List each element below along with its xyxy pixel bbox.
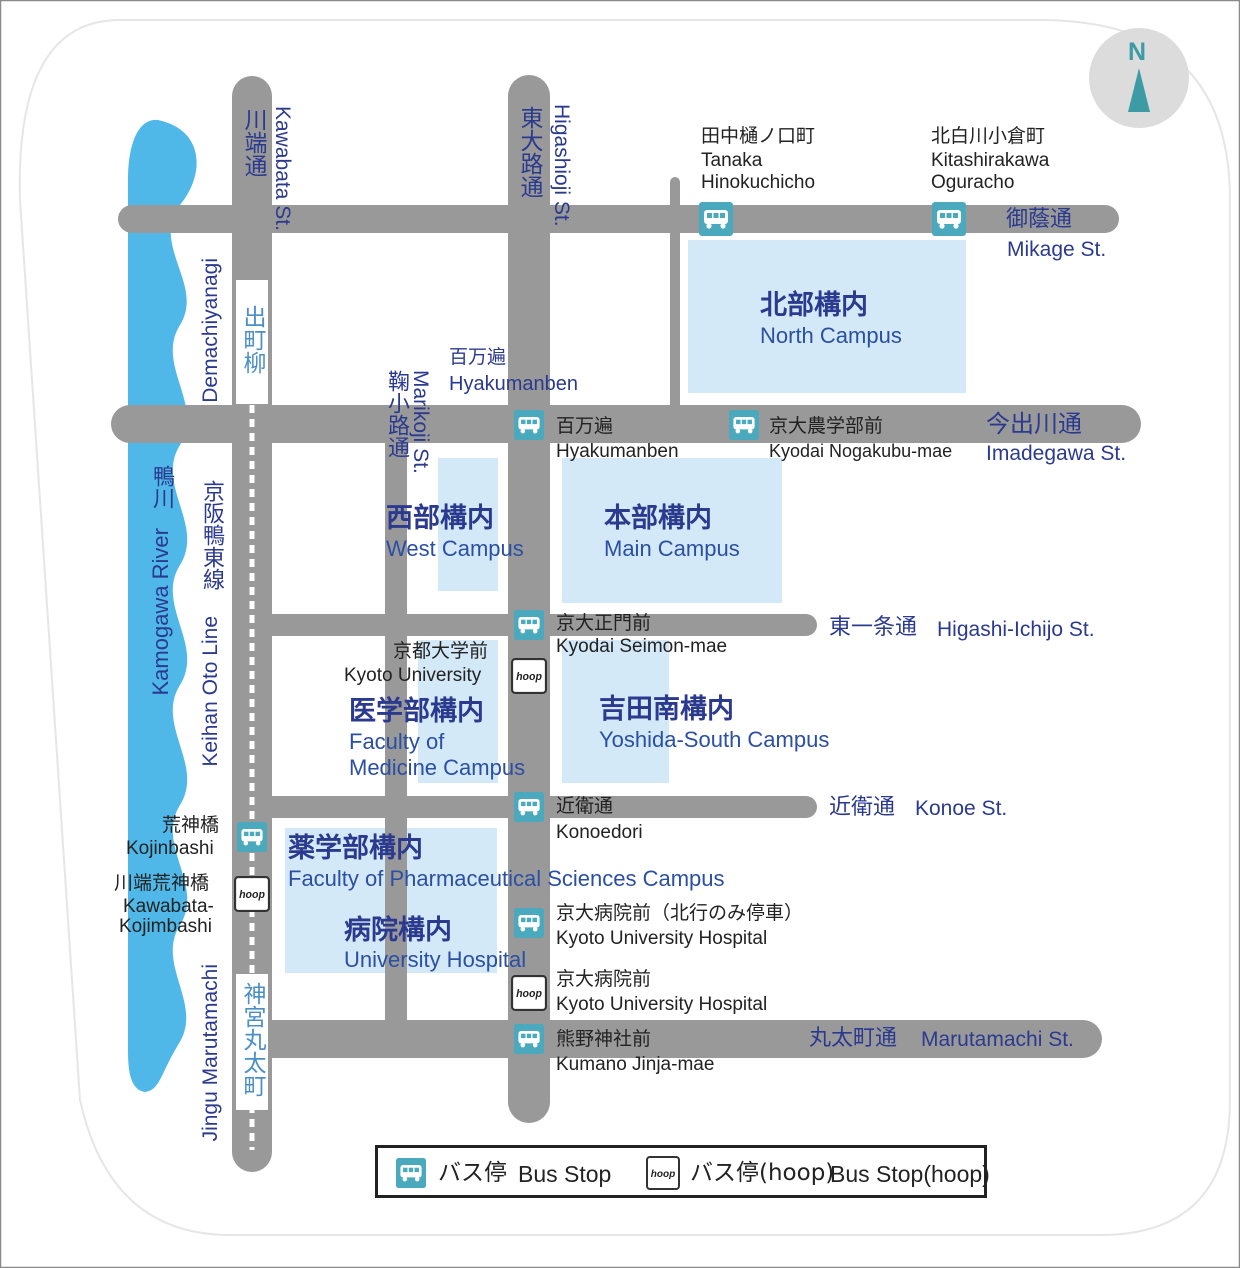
kawabata-kojin-stop-jp: 川端荒神橋	[114, 872, 210, 894]
hospital-north-stop-en: Kyoto University Hospital	[556, 928, 768, 949]
jingu-station-jp: 神宮丸太町	[239, 982, 265, 1097]
tanaka-stop-jp: 田中樋ノ口町	[701, 125, 816, 147]
bus-stop-icon	[514, 410, 544, 440]
bus-stop-icon	[514, 610, 544, 640]
hyakumanben-upper-en: Hyakumanben	[449, 373, 578, 395]
west-campus-en: West Campus	[386, 536, 524, 561]
seimon-stop-en: Kyodai Seimon-mae	[556, 636, 728, 657]
hospital-hoop-stop-jp: 京大病院前	[556, 968, 652, 990]
river-label-en: Kamogawa River	[148, 528, 173, 696]
kojinbashi-stop-jp: 荒神橋	[162, 814, 220, 836]
demachiyanagi-station-box	[236, 280, 268, 404]
pharma-campus-jp: 薬学部構内	[288, 833, 423, 864]
north-campus-area	[688, 240, 966, 393]
hyakumanben-stop-en: Hyakumanben	[556, 441, 679, 462]
medicine-campus-en2: Medicine Campus	[349, 755, 526, 780]
higashioji-label-en: Higashioji St.	[550, 104, 573, 227]
west-campus-area	[438, 458, 498, 591]
bus-stop-icon	[699, 202, 733, 236]
kawabata-kojin-stop-en2: Kojimbashi	[119, 916, 212, 937]
north-campus-jp: 北部構内	[760, 290, 868, 321]
west-campus-jp: 西部構内	[386, 503, 494, 534]
hyakumanben-stop-jp: 百万遍	[556, 415, 614, 437]
map-legend: バス停 Bus Stop バス停(hoop) Bus Stop(hoop)	[375, 1145, 990, 1198]
medicine-campus-jp: 医学部構内	[349, 696, 484, 727]
hospital-hoop-stop-en: Kyoto University Hospital	[556, 994, 768, 1015]
imadegawa-label-jp: 今出川通	[986, 410, 1082, 438]
demachiyanagi-station-jp: 出町柳	[239, 305, 265, 374]
kawabata-label-jp: 川端通	[240, 108, 266, 177]
marikoji-label-jp: 鞠小路通	[384, 370, 409, 458]
hyakumanben-upper-jp: 百万遍	[449, 346, 507, 368]
bus-stop-icon	[729, 410, 759, 440]
tanaka-stop-en1: Tanaka	[701, 150, 763, 171]
bus-stop-icon	[237, 822, 267, 852]
kawabata-kojin-stop-en1: Kawabata-	[123, 896, 214, 917]
legend-bus-stop-en: Bus Stop	[518, 1161, 612, 1187]
main-campus-jp: 本部構内	[604, 503, 712, 534]
kojinbashi-stop-en: Kojinbashi	[126, 838, 214, 859]
railway-label-en: Keihan Oto Line	[199, 616, 222, 767]
yoshida-south-area	[562, 640, 669, 783]
hoop-stop-icon	[511, 658, 547, 694]
legend-bus-stop-jp: バス停	[438, 1160, 507, 1186]
compass-north-label: N	[1128, 38, 1147, 66]
jingu-station-box	[236, 974, 268, 1110]
main-campus-en: Main Campus	[604, 536, 740, 561]
kitashirakawa-stop-en2: Oguracho	[931, 172, 1015, 193]
kitashirakawa-stop-en1: Kitashirakawa	[931, 150, 1050, 171]
kawabata-label-en: Kawabata St.	[271, 106, 294, 231]
higashi-ichijo-label-jp: 東一条通	[829, 615, 918, 640]
hoop-stop-icon	[234, 876, 270, 912]
konoe-label-jp: 近衛通	[829, 795, 896, 820]
yoshida-south-jp: 吉田南構内	[599, 694, 734, 725]
main-campus-area	[562, 458, 782, 603]
pharma-campus-en: Faculty of Pharmaceutical Sciences Campu…	[288, 866, 725, 891]
bus-stop-icon	[514, 1024, 544, 1054]
legend-bus-stop-icon	[396, 1158, 426, 1188]
hospital-campus-en: University Hospital	[344, 947, 527, 972]
railway-label-jp: 京阪鴨東線	[199, 480, 224, 590]
bus-stop-icon	[514, 792, 544, 822]
medicine-campus-area	[418, 640, 498, 783]
medicine-campus-en1: Faculty of	[349, 729, 445, 754]
kitashirakawa-stop-jp: 北白川小倉町	[931, 125, 1046, 147]
konoedori-stop-jp: 近衛通	[556, 795, 614, 817]
higashi-ichijo-label-en: Higashi-Ichijo St.	[937, 618, 1095, 641]
kumano-stop-en: Kumano Jinja-mae	[556, 1054, 715, 1075]
marutamachi-label-jp: 丸太町通	[809, 1026, 898, 1051]
kyoto-univ-stop-jp: 京都大学前	[393, 640, 489, 662]
mikage-label-en: Mikage St.	[1007, 238, 1107, 261]
bus-stop-icon	[932, 202, 966, 236]
mikage-label-jp: 御蔭通	[1006, 207, 1073, 232]
kamogawa-river	[128, 119, 197, 1092]
hospital-north-stop-jp: 京大病院前（北行のみ停車）	[556, 902, 804, 924]
konoedori-stop-en: Konoedori	[556, 822, 643, 843]
imadegawa-label-en: Imadegawa St.	[986, 442, 1127, 465]
demachiyanagi-station-en: Demachiyanagi	[199, 258, 222, 403]
nogakubu-stop-jp: 京大農学部前	[769, 415, 884, 437]
kyoto-univ-stop-en: Kyoto University	[344, 665, 482, 686]
north-campus-en: North Campus	[760, 323, 902, 348]
river-label-jp: 鴨川	[149, 465, 174, 509]
marikoji-label-en: Marikoji St.	[409, 370, 432, 474]
kumano-stop-jp: 熊野神社前	[556, 1028, 652, 1050]
jingu-station-en: Jingu Marutamachi	[199, 964, 222, 1142]
legend-hoop-stop-en: Bus Stop(hoop)	[830, 1161, 990, 1187]
yoshida-south-en: Yoshida-South Campus	[599, 727, 830, 752]
bus-stop-icon	[514, 908, 544, 938]
nogakubu-stop-en: Kyodai Nogakubu-mae	[769, 441, 953, 461]
compass-arrow	[1128, 68, 1150, 112]
legend-hoop-stop-jp: バス停(hoop)	[690, 1160, 835, 1186]
hoop-stop-icon	[511, 975, 547, 1011]
higashioji-label-jp: 東大路通	[516, 106, 542, 198]
hospital-campus-jp: 病院構内	[344, 915, 452, 946]
konoe-label-en: Konoe St.	[915, 797, 1008, 820]
seimon-stop-jp: 京大正門前	[556, 612, 652, 634]
legend-hoop-stop-icon	[646, 1156, 680, 1190]
marutamachi-label-en: Marutamachi St.	[921, 1028, 1074, 1051]
tanaka-stop-en2: Hinokuchicho	[701, 172, 816, 193]
